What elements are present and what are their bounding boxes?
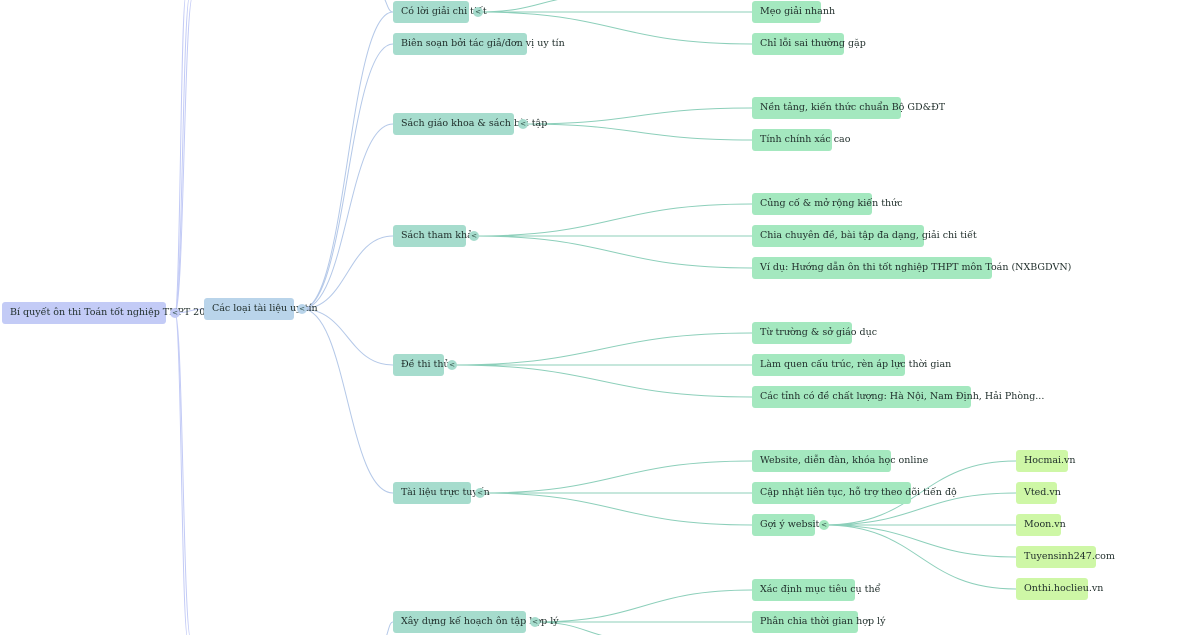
root-edge: [174, 0, 186, 314]
leaf-edge: [534, 589, 753, 623]
branch-edge: [384, 0, 394, 13]
branch-collapse-toggle[interactable]: <: [297, 304, 307, 314]
leaf-quick-tips[interactable]: Mẹo giải nhanh: [752, 1, 835, 23]
online-materials-collapse-toggle[interactable]: <: [475, 488, 485, 498]
leaf-edge: [823, 524, 1017, 590]
leaf-website-moon[interactable]: Moon.vn: [1016, 514, 1066, 536]
branch-edge: [301, 308, 394, 494]
mock-exams-collapse-toggle[interactable]: <: [447, 360, 457, 370]
node-reputable-authors[interactable]: Biên soạn bởi tác giả/đơn vị uy tín: [393, 33, 565, 55]
leaf-textbooks-foundation[interactable]: Nền tảng, kiến thức chuẩn Bộ GD&ĐT: [752, 97, 945, 119]
branch-edge: [301, 308, 394, 366]
node-website-suggestions[interactable]: Gợi ý website: [752, 514, 825, 536]
node-textbooks[interactable]: Sách giáo khoa & sách bài tập: [393, 113, 547, 135]
leaf-online-updates[interactable]: Cập nhật liên tục, hỗ trợ theo dõi tiến …: [752, 482, 957, 504]
root-edge: [174, 0, 192, 314]
leaf-edge: [477, 11, 753, 45]
leaf-website-tuyensinh247[interactable]: Tuyensinh247.com: [1016, 546, 1115, 568]
leaf-edge: [479, 460, 753, 494]
node-detailed-solutions[interactable]: Có lời giải chi tiết: [393, 1, 487, 23]
branch-edge: [386, 621, 394, 635]
leaf-mock-structure[interactable]: Làm quen cấu trúc, rèn áp lực thời gian: [752, 354, 951, 376]
leaf-edge: [451, 332, 753, 366]
leaf-edge: [522, 123, 753, 141]
leaf-mock-provinces[interactable]: Các tỉnh có đề chất lượng: Hà Nội, Nam Đ…: [752, 386, 1044, 408]
branch-edge: [301, 43, 394, 310]
leaf-edge: [479, 492, 753, 526]
root-collapse-toggle[interactable]: <: [170, 308, 180, 318]
leaf-edge: [477, 0, 558, 13]
leaf-edge: [823, 460, 1017, 526]
leaf-plan-goals[interactable]: Xác định mục tiêu cụ thể: [752, 579, 880, 601]
root-node[interactable]: Bí quyết ôn thi Toán tốt nghiệp THPT 202…: [2, 302, 217, 324]
branch-edge: [301, 123, 394, 310]
study-plan-collapse-toggle[interactable]: <: [530, 617, 540, 627]
node-mock-exams[interactable]: Đề thi thử: [393, 354, 450, 376]
leaf-edge: [823, 524, 1017, 558]
leaf-reference-example[interactable]: Ví dụ: Hướng dẫn ôn thi tốt nghiệp THPT …: [752, 257, 1071, 279]
leaf-common-mistakes[interactable]: Chỉ lỗi sai thường gặp: [752, 33, 866, 55]
leaf-online-platforms[interactable]: Website, diễn đàn, khóa học online: [752, 450, 928, 472]
leaf-reference-topics[interactable]: Chia chuyên đề, bài tập đa dạng, giải ch…: [752, 225, 977, 247]
leaf-plan-time[interactable]: Phân chia thời gian hợp lý: [752, 611, 885, 633]
leaf-textbooks-accuracy[interactable]: Tính chính xác cao: [752, 129, 850, 151]
node-study-plan[interactable]: Xây dựng kế hoạch ôn tập hợp lý: [393, 611, 559, 633]
leaf-edge: [473, 235, 753, 269]
node-online-materials[interactable]: Tài liệu trực tuyến: [393, 482, 490, 504]
textbooks-collapse-toggle[interactable]: <: [518, 119, 528, 129]
detailed-solutions-collapse-toggle[interactable]: <: [473, 7, 483, 17]
branch-edge: [301, 235, 394, 310]
leaf-mock-source[interactable]: Từ trường & sở giáo dục: [752, 322, 877, 344]
leaf-edge: [823, 492, 1017, 526]
root-edge: [174, 312, 190, 635]
leaf-edge: [451, 364, 753, 398]
branch-reliable-materials[interactable]: Các loại tài liệu uy tín: [204, 298, 318, 320]
leaf-edge: [534, 621, 602, 635]
leaf-reference-consolidate[interactable]: Củng cố & mở rộng kiến thức: [752, 193, 903, 215]
node-reference-books[interactable]: Sách tham khảo: [393, 225, 479, 247]
branch-edge: [301, 11, 394, 310]
reference-books-collapse-toggle[interactable]: <: [469, 231, 479, 241]
leaf-website-hocmai[interactable]: Hocmai.vn: [1016, 450, 1076, 472]
leaf-website-onthi[interactable]: Onthi.hoclieu.vn: [1016, 578, 1103, 600]
root-edge: [174, 0, 190, 314]
leaf-website-vted[interactable]: Vted.vn: [1016, 482, 1061, 504]
website-suggestions-collapse-toggle[interactable]: <: [819, 520, 829, 530]
leaf-edge: [473, 203, 753, 237]
leaf-edge: [522, 107, 753, 125]
